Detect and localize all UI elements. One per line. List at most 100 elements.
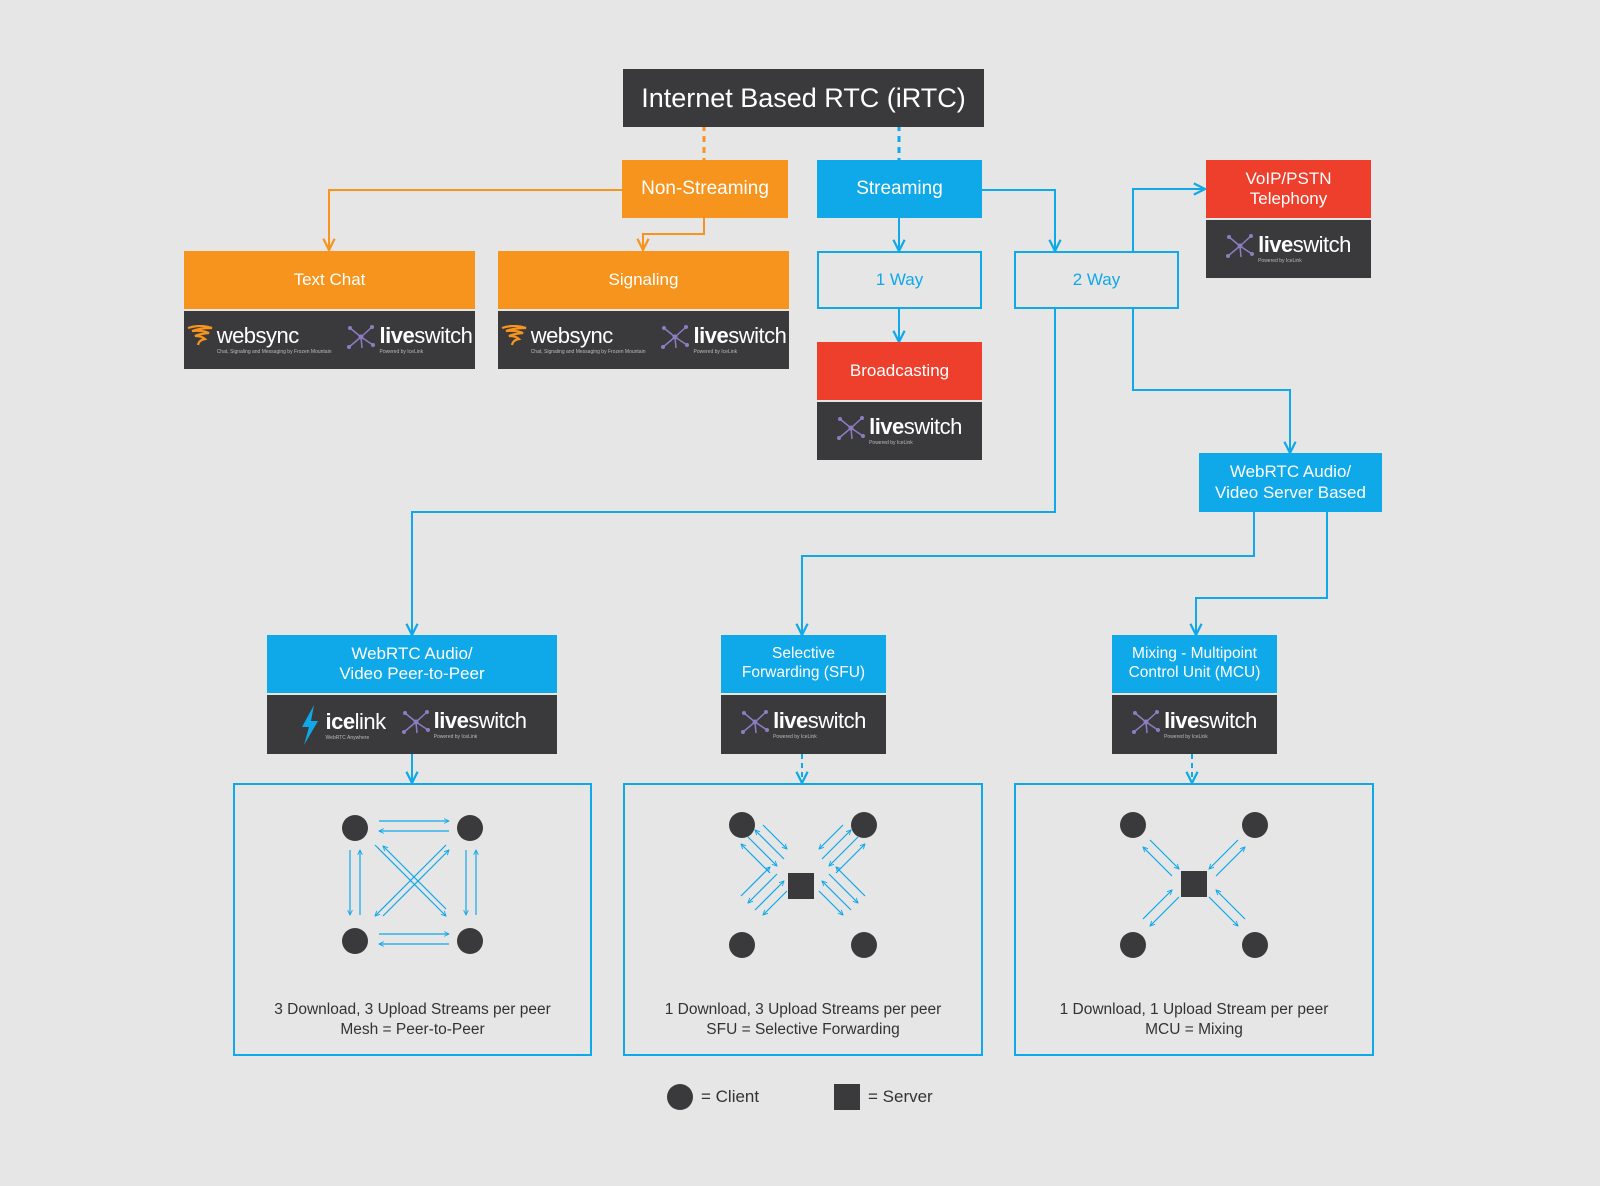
mesh-topology-diagram <box>342 815 483 954</box>
network-star-logo-icon <box>1132 709 1161 734</box>
two-way-node: 2 Way <box>1014 251 1179 309</box>
liveswitch-wordmark: liveswitch <box>773 707 867 733</box>
sfu-topology-diagram <box>729 812 877 958</box>
liveswitch-word-a: live <box>869 414 904 439</box>
arrow-to-webrtc-server <box>1132 308 1290 453</box>
signaling-label: Signaling <box>608 269 679 289</box>
mcu-caption: 1 Download, 1 Upload Stream per peer MCU… <box>1016 1000 1372 1040</box>
text-chat-logos: websync Chat, Signaling and Messaging by… <box>184 311 475 369</box>
mcu-caption-line1: 1 Download, 1 Upload Stream per peer <box>1059 1001 1329 1018</box>
liveswitch-word-b: switch <box>903 414 963 439</box>
legend-client-label: = Client <box>701 1087 760 1106</box>
liveswitch-word-b: switch <box>414 323 473 348</box>
icelink-wordmark: icelink <box>326 708 387 734</box>
websync-tagline: Chat, Signaling and Messaging by Frozen … <box>530 349 646 355</box>
signaling-logos: websync Chat, Signaling and Messaging by… <box>498 311 789 369</box>
liveswitch-word-b: switch <box>1198 707 1258 733</box>
liveswitch-wordmark: liveswitch <box>379 325 472 347</box>
liveswitch-logo: liveswitch Powered by IceLink <box>741 707 867 740</box>
webrtc-server-label-line2: Video Server Based <box>1215 482 1366 502</box>
liveswitch-tagline: Powered by IceLink <box>1164 733 1208 740</box>
sfu-panel: 1 Download, 3 Upload Streams per peer SF… <box>623 783 983 1056</box>
liveswitch-word-a: live <box>1258 232 1293 257</box>
icelink-word-b: link <box>354 708 387 734</box>
liveswitch-tagline: Powered by IceLink <box>1258 258 1302 264</box>
mcu-caption-line2: MCU = Mixing <box>1145 1021 1243 1039</box>
liveswitch-logo: liveswitch Powered by IceLink <box>661 325 787 355</box>
liveswitch-logo: liveswitch Powered by IceLink <box>837 416 962 446</box>
liveswitch-wordmark: liveswitch <box>1164 707 1258 733</box>
arrow-to-webrtc-p2p <box>412 308 1056 635</box>
mcu-panel: 1 Download, 1 Upload Stream per peer MCU… <box>1014 783 1374 1056</box>
signaling-node: Signaling <box>498 251 789 309</box>
sfu-caption-line1: 1 Download, 3 Upload Streams per peer <box>664 1001 942 1018</box>
network-star-logo-icon <box>741 709 770 734</box>
arrow-to-voip <box>1132 189 1205 251</box>
liveswitch-logo: liveswitch Powered by IceLink <box>1226 234 1351 264</box>
webrtc-p2p-logos: icelink WebRTC Anywhere liveswitch Power… <box>267 695 557 754</box>
text-chat-node: Text Chat <box>184 251 475 309</box>
streaming-node: Streaming <box>817 160 982 218</box>
webrtc-p2p-label-line1: WebRTC Audio/ <box>351 643 473 663</box>
websync-wordmark: websync <box>530 323 614 348</box>
network-star-logo-icon <box>401 709 430 734</box>
voip-label-line1: VoIP/PSTN <box>1245 168 1332 188</box>
sfu-caption: 1 Download, 3 Upload Streams per peer SF… <box>625 1000 981 1040</box>
non-streaming-node: Non-Streaming <box>622 160 788 218</box>
webrtc-p2p-label-line2: Video Peer-to-Peer <box>339 664 485 683</box>
broadcasting-logos: liveswitch Powered by IceLink <box>817 402 982 460</box>
server-square-icon <box>834 1084 860 1110</box>
liveswitch-word-a: live <box>773 707 808 733</box>
legend-server: = Server <box>834 1084 933 1110</box>
lightning-bolt-logo-icon <box>301 704 318 745</box>
broadcasting-label: Broadcasting <box>849 360 950 380</box>
one-way-node: 1 Way <box>817 251 982 309</box>
liveswitch-tagline: Powered by IceLink <box>693 349 738 355</box>
liveswitch-tagline: Powered by IceLink <box>433 733 478 740</box>
swirl-logo-icon <box>187 325 213 346</box>
sfu-node: Selective Forwarding (SFU) <box>721 635 886 693</box>
liveswitch-logo: liveswitch Powered by IceLink <box>1132 707 1258 740</box>
mcu-logos: liveswitch Powered by IceLink <box>1112 695 1277 754</box>
liveswitch-word-a: live <box>693 323 729 348</box>
liveswitch-wordmark: liveswitch <box>1258 234 1351 256</box>
liveswitch-tagline: Powered by IceLink <box>379 349 424 355</box>
liveswitch-word-b: switch <box>807 707 867 733</box>
websync-logo: websync Chat, Signaling and Messaging by… <box>501 323 646 355</box>
sfu-label-line2: Forwarding (SFU) <box>741 664 866 681</box>
network-star-logo-icon <box>837 416 866 440</box>
liveswitch-logo: liveswitch Powered by IceLink <box>401 707 527 740</box>
liveswitch-wordmark: liveswitch <box>869 416 962 438</box>
arrow-to-signaling <box>643 218 705 250</box>
websync-wordmark: websync <box>216 323 300 348</box>
mesh-caption-line1: 3 Download, 3 Upload Streams per peer <box>274 1001 551 1018</box>
liveswitch-wordmark: liveswitch <box>693 325 786 347</box>
title-box: Internet Based RTC (iRTC) <box>623 69 984 127</box>
mcu-topology-diagram <box>1120 812 1268 958</box>
liveswitch-word-a: live <box>379 323 415 348</box>
broadcasting-node: Broadcasting <box>817 342 982 400</box>
mcu-label-line2: Control Unit (MCU) <box>1128 664 1261 681</box>
icelink-logo: icelink WebRTC Anywhere <box>298 704 387 745</box>
mesh-panel: 3 Download, 3 Upload Streams per peer Me… <box>233 783 592 1056</box>
websync-tagline: Chat, Signaling and Messaging by Frozen … <box>216 349 332 355</box>
streaming-label: Streaming <box>856 177 943 199</box>
webrtc-server-label-line1: WebRTC Audio/ <box>1229 462 1352 482</box>
network-star-logo-icon <box>661 325 690 349</box>
liveswitch-logo: liveswitch Powered by IceLink <box>347 325 473 355</box>
voip-logos: liveswitch Powered by IceLink <box>1206 220 1371 278</box>
mcu-label-line1: Mixing - Multipoint <box>1132 645 1257 663</box>
arrow-to-mcu <box>1196 512 1328 635</box>
swirl-logo-icon <box>501 325 527 346</box>
mesh-caption: 3 Download, 3 Upload Streams per peer Me… <box>235 1000 590 1040</box>
two-way-label: 2 Way <box>1072 269 1121 289</box>
liveswitch-word-a: live <box>1164 707 1199 733</box>
text-chat-label: Text Chat <box>293 269 366 289</box>
liveswitch-word-a: live <box>433 707 469 733</box>
mesh-caption-line2: Mesh = Peer-to-Peer <box>340 1021 485 1039</box>
webrtc-p2p-node: WebRTC Audio/ Video Peer-to-Peer <box>267 635 557 693</box>
voip-label-line2: Telephony <box>1249 189 1328 208</box>
webrtc-server-node: WebRTC Audio/ Video Server Based <box>1199 453 1382 512</box>
websync-logo: websync Chat, Signaling and Messaging by… <box>187 323 332 355</box>
sfu-logos: liveswitch Powered by IceLink <box>721 695 886 754</box>
